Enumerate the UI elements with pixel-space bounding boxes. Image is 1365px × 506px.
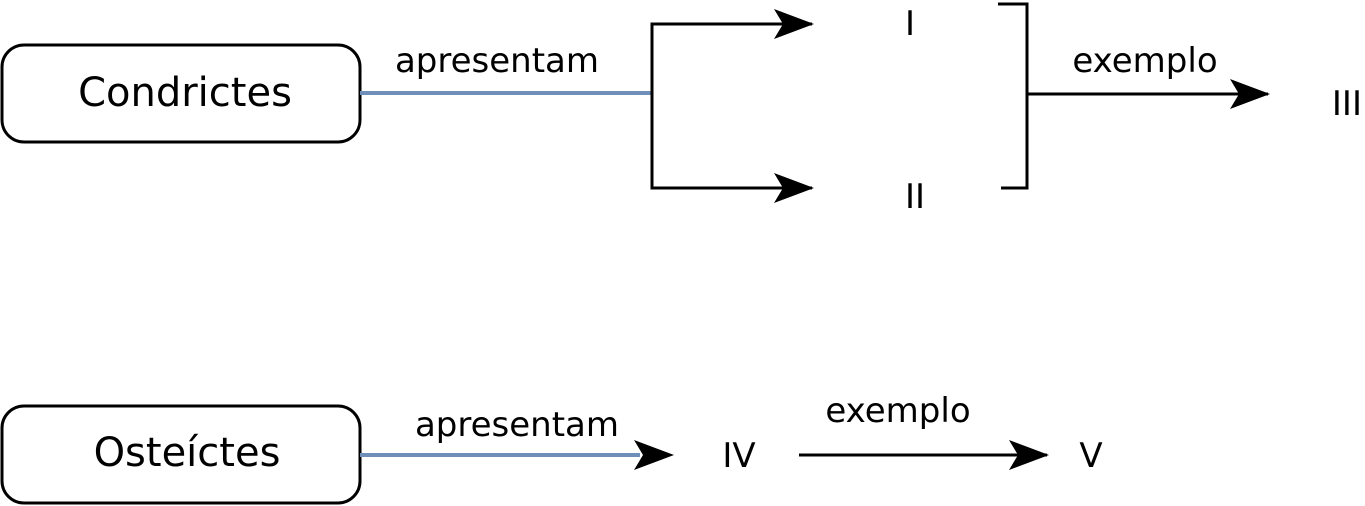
bottom-row: Osteíctes apresentam IV exemplo V <box>0 391 1103 505</box>
condrictes-relation-label: apresentam <box>395 41 599 81</box>
osteictes-arrowhead <box>634 440 674 470</box>
bottom-example-label: exemplo <box>825 391 970 431</box>
condrictes-label: Condrictes <box>78 70 292 116</box>
branch-upper-label: I <box>905 4 915 44</box>
top-example-target: III <box>1332 84 1362 124</box>
branch-bracket <box>650 22 814 203</box>
closing-bracket <box>998 2 1029 190</box>
top-example-label: exemplo <box>1072 41 1217 81</box>
top-row: Condrictes apresentam I II exemplo III <box>0 2 1362 217</box>
bottom-example-target: V <box>1079 436 1102 476</box>
branch-lower-label: II <box>905 177 925 217</box>
osteictes-relation-label: apresentam <box>415 405 619 445</box>
osteictes-label: Osteíctes <box>94 430 281 476</box>
feature-label: IV <box>722 436 755 476</box>
